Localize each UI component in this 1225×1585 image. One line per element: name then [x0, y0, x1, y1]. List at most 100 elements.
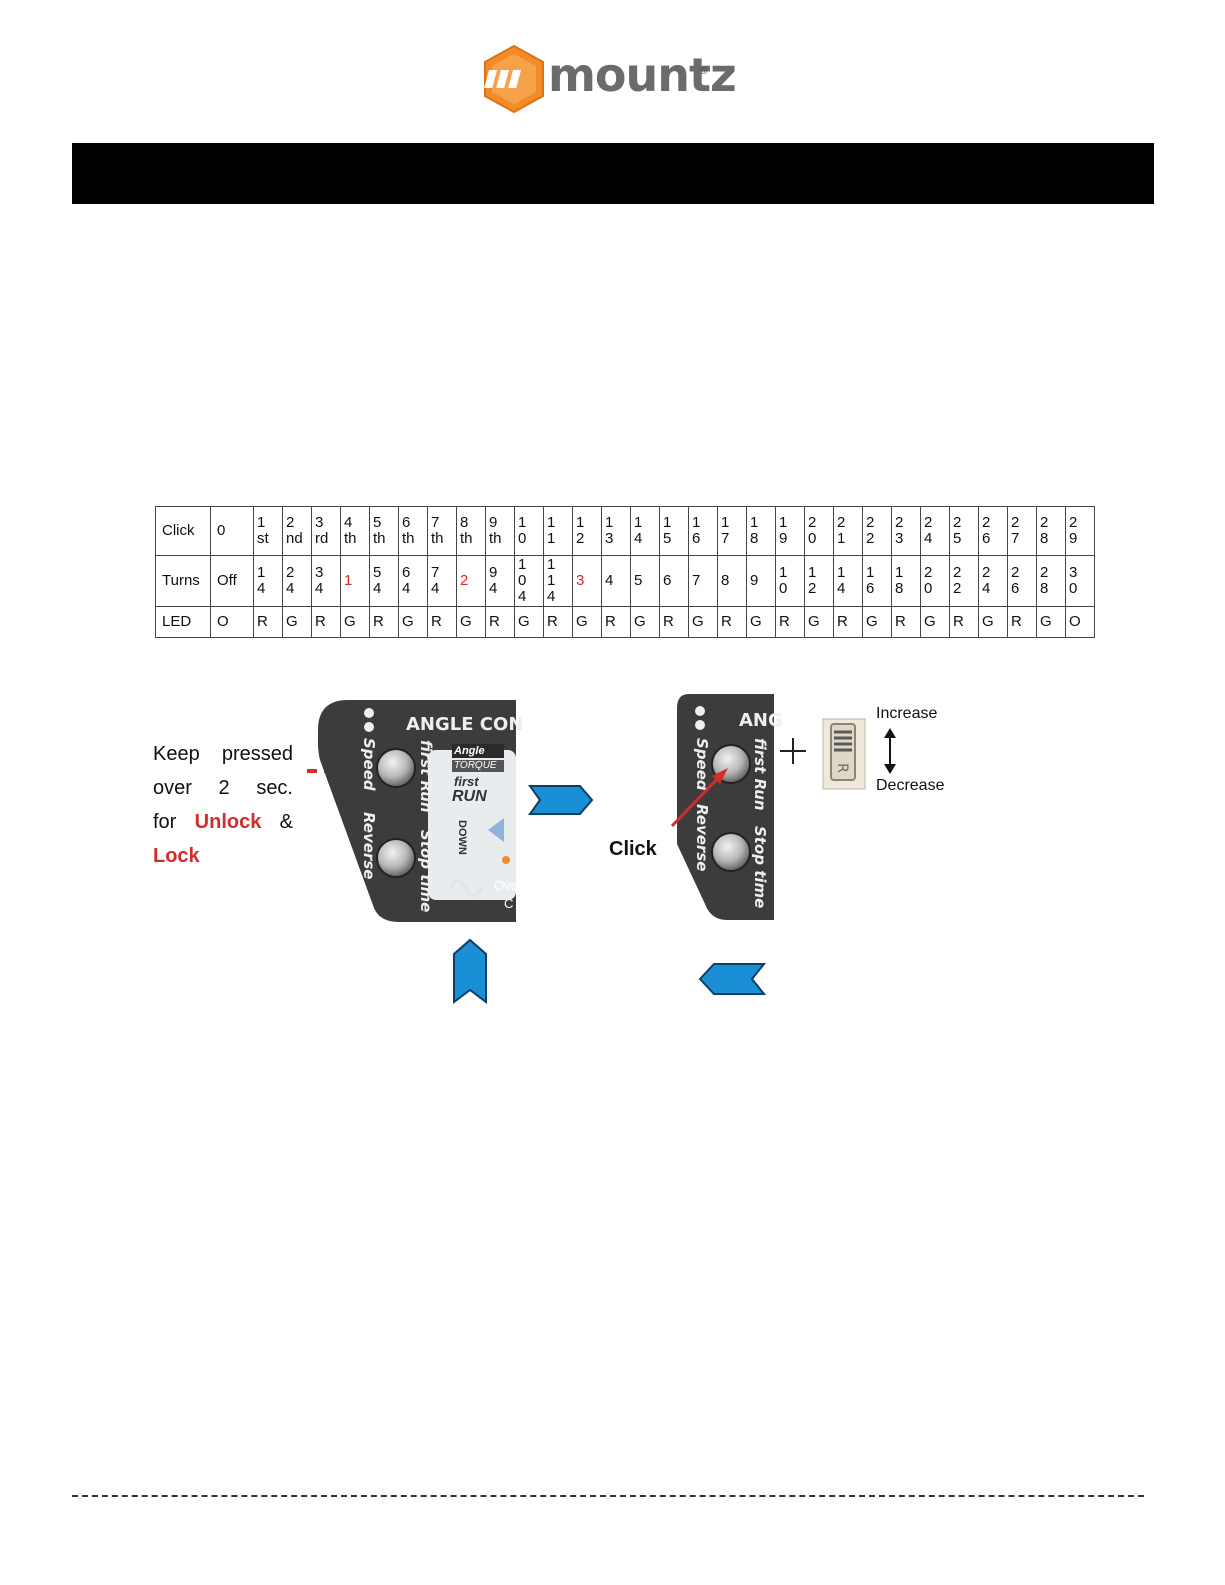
cell-text: 1 1 4	[547, 556, 556, 605]
table-cell: 9 th	[485, 506, 515, 556]
table-cell: 2 0	[920, 555, 950, 607]
table-cell: 2 1	[833, 506, 863, 556]
table-cell: R	[601, 606, 631, 638]
panel-body-shape	[677, 694, 774, 920]
table-cell: G	[456, 606, 486, 638]
first-text: first	[454, 774, 479, 789]
table-cell: 5	[630, 555, 660, 607]
cell-text: G	[866, 613, 878, 630]
first-run-speed-button[interactable]	[376, 748, 416, 788]
table-cell: 1 4	[253, 555, 283, 607]
table-cell: G	[514, 606, 544, 638]
cell-text: 1 2	[808, 564, 817, 597]
cell-text: 2 7	[1011, 514, 1020, 547]
cell-text: 1 4	[837, 564, 846, 597]
torque-badge: TORQUE	[454, 760, 497, 771]
panel-body-shape	[318, 700, 516, 922]
cell-text: 1 6	[692, 514, 701, 547]
instr-word: Keep	[153, 743, 200, 765]
rotary-switch-icon: R	[822, 718, 866, 790]
cell-text: 1 9	[779, 514, 788, 547]
down-text: DOWN	[456, 820, 468, 855]
cell-text: 1 8	[895, 564, 904, 597]
table-cell: 1 0 4	[514, 555, 544, 607]
cell-text: R	[663, 613, 674, 630]
cell-text: 3	[576, 572, 585, 589]
up-down-arrow-icon	[884, 728, 896, 774]
stop-time-reverse-button[interactable]	[376, 838, 416, 878]
table-cell: 5 4	[369, 555, 399, 607]
cell-text: 1 0	[779, 564, 788, 597]
table-cell: R	[1007, 606, 1037, 638]
table-cell: 2 4	[920, 506, 950, 556]
table-cell: G	[1036, 606, 1066, 638]
table-cell: R	[659, 606, 689, 638]
table-cell: 1 7	[717, 506, 747, 556]
cell-text: 1 7	[721, 514, 730, 547]
table-cell: R	[717, 606, 747, 638]
cell-text: 2 3	[895, 514, 904, 547]
status-dot	[695, 720, 705, 730]
cell-text: G	[750, 613, 762, 630]
instr-word: 2	[218, 777, 230, 799]
table-cell: 2 4	[282, 555, 312, 607]
cell-text: G	[1040, 613, 1052, 630]
cell-text: 6	[663, 572, 672, 589]
cell-text: 3 0	[1069, 564, 1078, 597]
panel-heading: ANG	[739, 710, 783, 731]
row-header: Turns	[155, 555, 211, 607]
cell-text: 9 th	[489, 514, 502, 547]
table-cell: 2 2	[862, 506, 892, 556]
table-cell: R	[775, 606, 805, 638]
row-header: LED	[155, 606, 211, 638]
table-cell: Off	[210, 555, 254, 607]
cell-text: 8	[721, 572, 730, 589]
table-cell: 1 1	[543, 506, 573, 556]
first-run-label: first Run	[417, 740, 435, 813]
table-cell: 1	[340, 555, 370, 607]
cell-text: G	[402, 613, 414, 630]
table-cell: 7 4	[427, 555, 457, 607]
cell-text: 2 9	[1069, 514, 1078, 547]
cell-text: G	[808, 613, 820, 630]
table-cell: 2 9	[1065, 506, 1095, 556]
table-cell: 5 th	[369, 506, 399, 556]
cell-text: 1 4	[634, 514, 643, 547]
overload-text: Ove	[494, 878, 518, 893]
stop-time-reverse-button[interactable]	[711, 832, 751, 872]
cell-text: 1 6	[866, 564, 875, 597]
table-cell: 1 3	[601, 506, 631, 556]
cell-text: R	[257, 613, 268, 630]
table-cell: 2 3	[891, 506, 921, 556]
svg-text:R: R	[834, 763, 850, 773]
table-cell: G	[978, 606, 1008, 638]
cell-text: 9 4	[489, 564, 498, 597]
table-cell: 6 th	[398, 506, 428, 556]
status-dot	[364, 708, 374, 718]
click-label: Click	[609, 838, 657, 860]
cell-text: G	[982, 613, 994, 630]
cell-text: 7 th	[431, 514, 444, 547]
cell-text: 2 0	[808, 514, 817, 547]
decrease-label: Decrease	[876, 777, 945, 794]
table-cell: 1 0	[514, 506, 544, 556]
first-run-speed-button[interactable]	[711, 744, 751, 784]
cell-text: 2 1	[837, 514, 846, 547]
cell-text: 1 5	[663, 514, 672, 547]
cell-text: 2 6	[982, 514, 991, 547]
cell-text: 1 2	[576, 514, 585, 547]
table-cell: 3 0	[1065, 555, 1095, 607]
table-cell: 7 th	[427, 506, 457, 556]
table-cell: R	[833, 606, 863, 638]
table-cell: 3 rd	[311, 506, 341, 556]
table-cell: 1 9	[775, 506, 805, 556]
instr-word: pressed	[221, 743, 293, 765]
table-cell: 1 0	[775, 555, 805, 607]
table-cell: 2 2	[949, 555, 979, 607]
table-cell: R	[369, 606, 399, 638]
table-cell: 2 6	[978, 506, 1008, 556]
